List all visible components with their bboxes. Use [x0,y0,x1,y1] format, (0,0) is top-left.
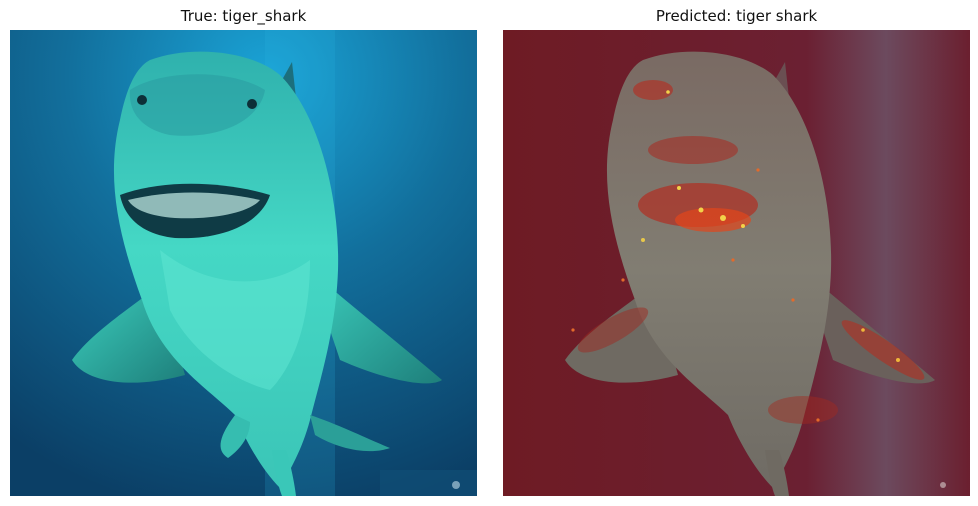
overlay-watermark-mark [940,482,946,488]
heat-peak-5 [641,238,645,242]
dorsal-fin [282,62,296,98]
right-panel-title: Predicted: tiger shark [655,7,818,25]
original-shark-svg [10,30,477,496]
heat-peak-10 [816,418,820,422]
heat-peak-13 [621,278,625,282]
tank-structure [380,470,477,496]
heat-head-region [648,136,738,164]
heat-snout [633,80,673,100]
heat-right-fin [841,320,925,380]
shark-head [129,74,265,136]
heat-peak-7 [861,328,865,332]
heat-peak-3 [741,224,745,228]
saliency-overlay-svg [503,30,970,496]
heat-mouth-core [675,208,751,232]
left-panel-title: True: tiger_shark [180,7,307,25]
right-pectoral-fin [310,270,442,384]
shark-belly [160,250,310,390]
heat-peak-11 [731,258,735,262]
heat-peak-8 [666,90,670,94]
shark-eye-right [247,99,257,109]
heat-peak-6 [896,358,900,362]
pelvic-fin-left [220,415,250,458]
heat-peak-9 [571,328,575,332]
overlay-shark-body [606,51,832,488]
heat-peak-2 [698,207,704,213]
overlay-shark-tail [765,450,789,496]
heat-left-fin [577,307,649,353]
saliency-overlay-image [503,30,970,496]
heat-peak-4 [677,186,681,190]
overlay-dorsal-fin [775,62,789,98]
shark-teeth [128,192,260,219]
watermark-mark [452,481,460,489]
shark-body [113,51,339,488]
shark-eye-left [137,95,147,105]
heat-peak-1 [720,215,726,221]
original-shark-image [10,30,477,496]
pelvic-fin-right [310,415,390,452]
heat-lower-body [768,396,838,424]
heat-peak-12 [756,168,760,172]
heatmap-highlights [571,80,946,488]
heat-peak-14 [791,298,795,302]
shark-tail [272,450,296,496]
